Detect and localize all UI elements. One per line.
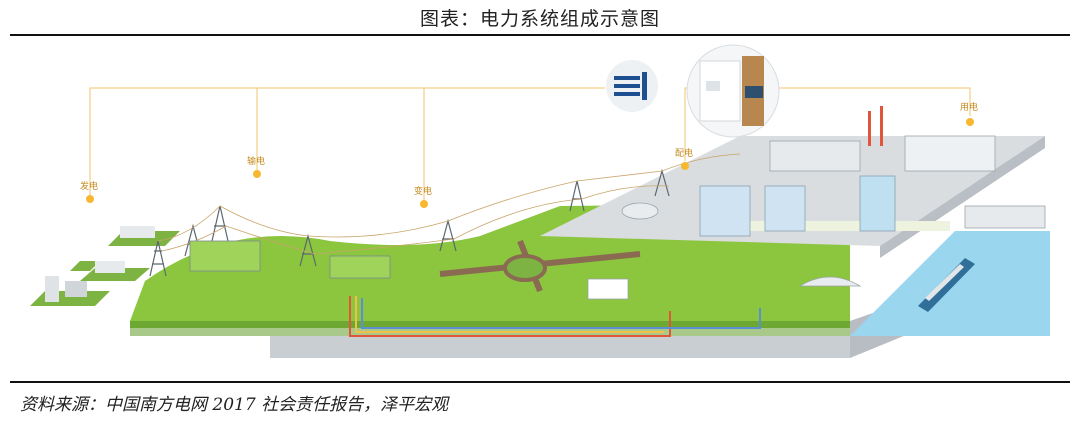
transmission-wires xyxy=(157,153,741,255)
underground-cables xyxy=(349,296,761,337)
grid-logo-icon xyxy=(606,60,658,112)
label-connectors xyxy=(89,87,971,201)
label-distribution: 配电 xyxy=(675,147,693,159)
smart-meter-icon xyxy=(686,44,780,138)
label-substation: 变电 xyxy=(414,185,432,197)
label-transmission: 输电 xyxy=(247,155,265,167)
source-note: 资料来源：中国南方电网 2017 社会责任报告，泽平宏观 xyxy=(20,395,449,415)
label-generation: 发电 xyxy=(80,180,98,192)
town xyxy=(439,106,1046,300)
substations xyxy=(189,240,391,279)
bottom-rule xyxy=(10,381,1070,383)
label-nodes xyxy=(86,118,974,208)
power-system-diagram: 发电 输电 变电 配电 用电 xyxy=(30,44,1050,358)
label-consumption: 用电 xyxy=(960,101,978,113)
top-rule xyxy=(10,34,1070,36)
figure-title: 图表：电力系统组成示意图 xyxy=(419,8,660,30)
power-plants xyxy=(30,226,180,306)
water-port xyxy=(850,231,1050,336)
